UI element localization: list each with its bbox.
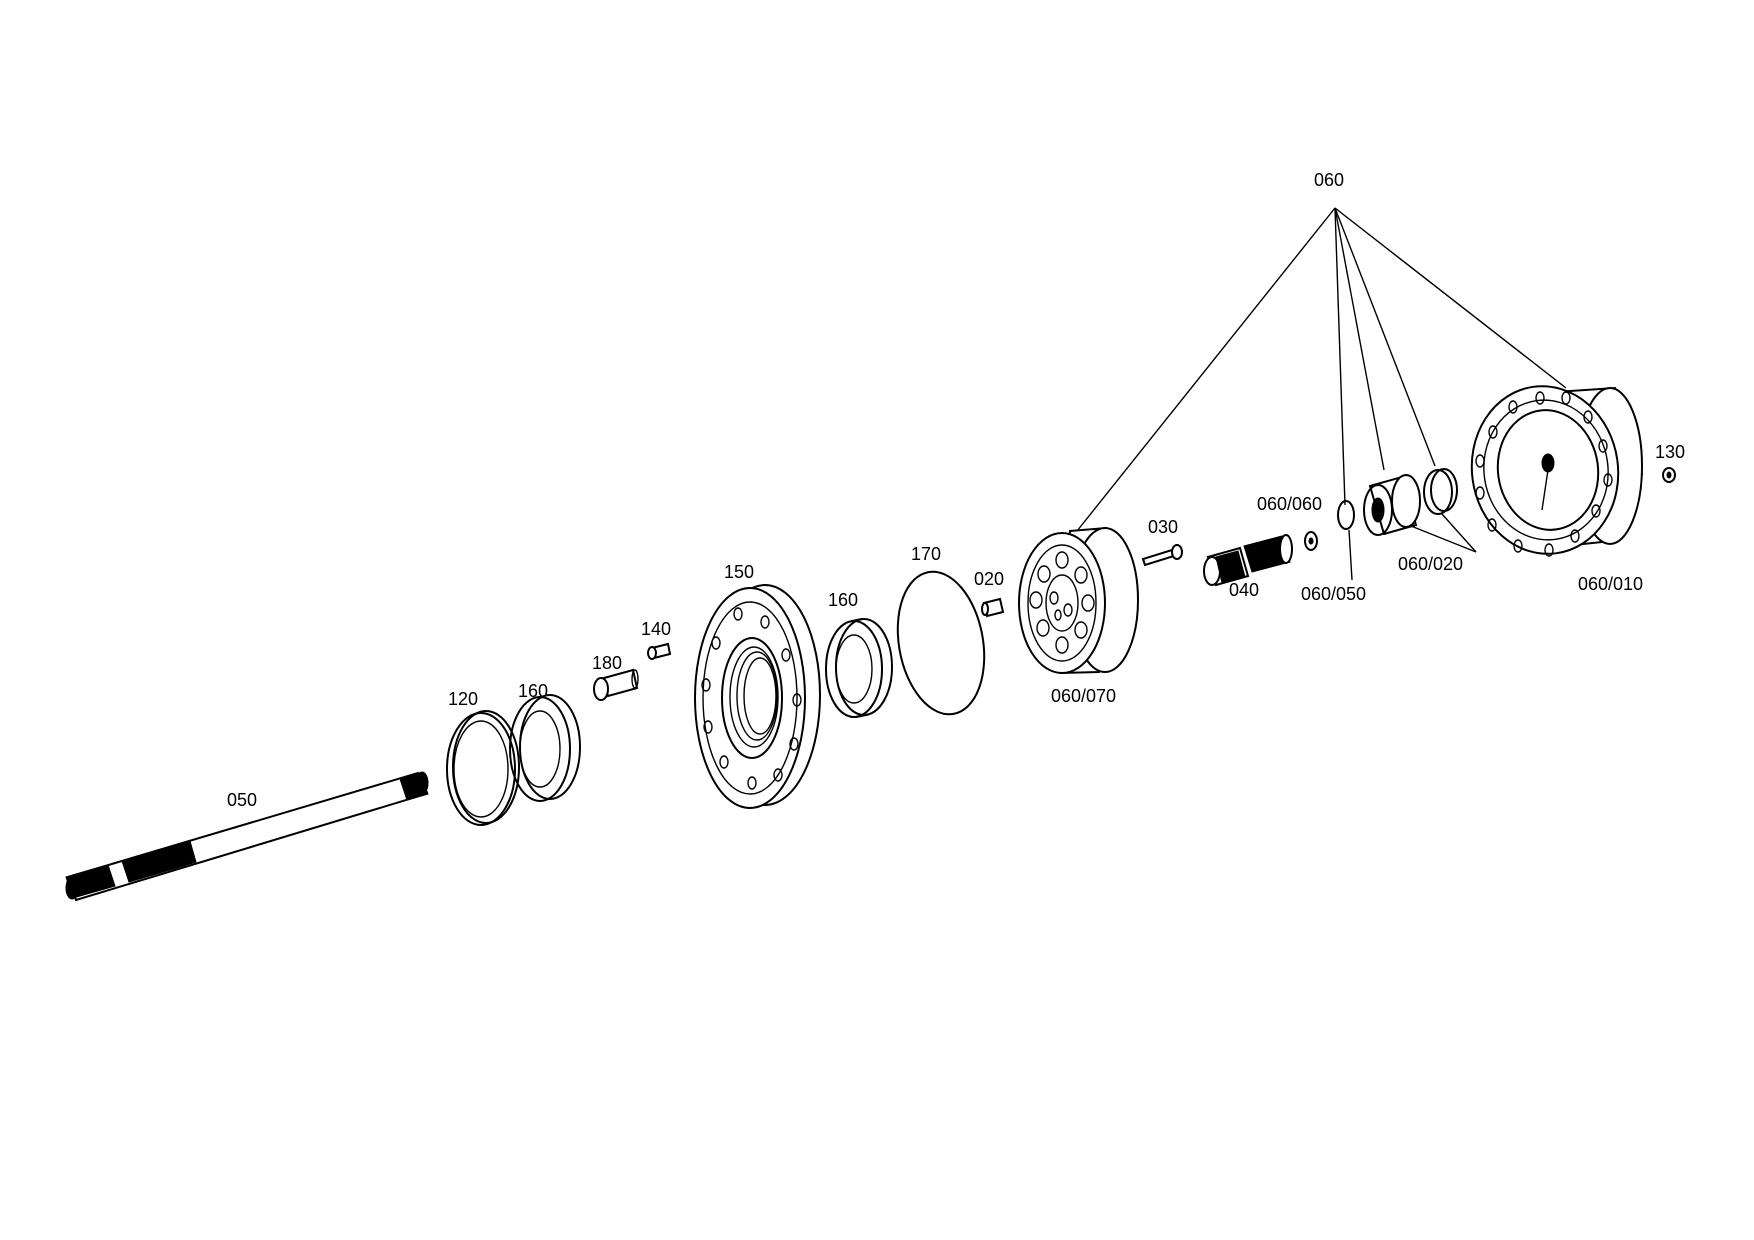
- part-060-050-washer: [1304, 531, 1318, 551]
- flange-150-bolt-holes: [701, 607, 802, 790]
- label-060-010: 060/010: [1578, 574, 1643, 594]
- label-020: 020: [974, 569, 1004, 589]
- part-130-nut: [1662, 467, 1676, 483]
- leader-lines-060: [1076, 207, 1567, 581]
- part-040-splined-shaft: [1203, 534, 1293, 587]
- label-120: 120: [448, 689, 478, 709]
- part-140-pin: [647, 642, 672, 660]
- label-140: 140: [641, 619, 671, 639]
- part-150-flange-housing: [694, 584, 821, 809]
- part-050-shaft: [65, 771, 429, 902]
- label-060: 060: [1314, 170, 1344, 190]
- label-060-020: 060/020: [1398, 554, 1463, 574]
- part-labels: 060 130 060/060 060/020 060/050 060/010 …: [227, 170, 1685, 810]
- part-020-plug: [981, 597, 1005, 618]
- label-060-050: 060/050: [1301, 584, 1366, 604]
- label-150: 150: [724, 562, 754, 582]
- label-130: 130: [1655, 442, 1685, 462]
- label-030: 030: [1148, 517, 1178, 537]
- label-180: 180: [592, 653, 622, 673]
- rotor-bores: [1029, 551, 1095, 654]
- label-160-left: 160: [518, 681, 548, 701]
- part-060-070-rotor: [1018, 526, 1139, 675]
- part-160-seal-left: [509, 694, 581, 802]
- housing-bolt-holes: [1475, 391, 1613, 557]
- label-160-right: 160: [828, 590, 858, 610]
- label-170: 170: [911, 544, 941, 564]
- label-040: 040: [1229, 580, 1259, 600]
- part-030-pin: [1141, 544, 1183, 567]
- part-180-bolt: [593, 668, 639, 701]
- part-060-020-bearing: [1363, 468, 1458, 536]
- label-060-060: 060/060: [1257, 494, 1322, 514]
- label-050: 050: [227, 790, 257, 810]
- part-120-ring: [446, 710, 520, 826]
- label-060-070: 060/070: [1051, 686, 1116, 706]
- part-170-o-ring: [896, 570, 986, 716]
- part-160-seal-right: [825, 618, 893, 718]
- part-060-060-ring: [1337, 500, 1355, 530]
- part-060-010-housing: [1470, 385, 1644, 557]
